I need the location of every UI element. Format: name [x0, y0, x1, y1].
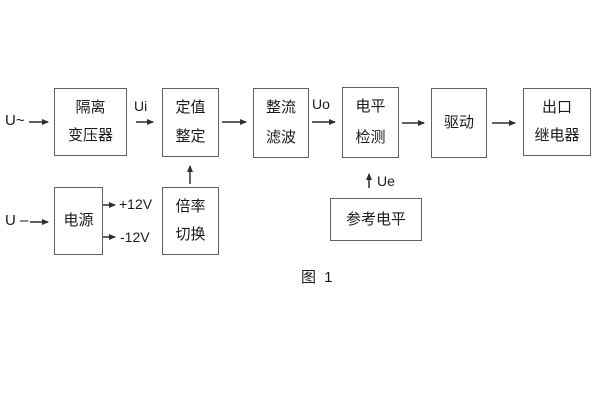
block-label: 切换 — [175, 226, 206, 243]
block-label: 滤波 — [265, 129, 296, 146]
block-label: 驱动 — [443, 114, 474, 131]
label-rail-positive: +12V — [119, 196, 153, 212]
block-label: 电源 — [63, 212, 94, 229]
block-isolation-transformer: 隔离 变压器 — [54, 88, 127, 156]
block-label: 整流 — [265, 99, 296, 116]
block-label: 倍率 — [175, 198, 206, 215]
block-label: 参考电平 — [345, 210, 406, 228]
block-power-supply: 电源 — [54, 187, 103, 255]
block-level-detection: 电平 检测 — [342, 87, 399, 158]
label-rail-negative: -12V — [120, 229, 150, 245]
block-rectifier-filter: 整流 滤波 — [253, 88, 309, 158]
block-label: 继电器 — [534, 127, 580, 144]
block-output-relay: 出口 继电器 — [523, 88, 591, 156]
block-label: 整定 — [175, 128, 206, 145]
label-signal-uo: Uo — [312, 96, 330, 112]
block-label: 变压器 — [67, 127, 113, 144]
block-setpoint-adjust: 定值 整定 — [162, 88, 219, 157]
block-reference-level: 参考电平 — [330, 198, 422, 241]
block-driver: 驱动 — [431, 88, 487, 158]
block-ratio-switch: 倍率 切换 — [162, 187, 219, 255]
block-label: 定值 — [175, 99, 206, 116]
label-ac-input: U~ — [5, 112, 25, 129]
block-label: 电平 — [355, 98, 386, 115]
label-signal-ue: Ue — [377, 173, 395, 189]
block-label: 检测 — [355, 129, 386, 146]
label-signal-ui: Ui — [134, 98, 148, 114]
figure-caption: 图 1 — [301, 269, 335, 286]
block-label: 隔离 — [75, 99, 106, 116]
block-label: 出口 — [541, 99, 572, 116]
label-dc-input: U – — [5, 212, 29, 229]
